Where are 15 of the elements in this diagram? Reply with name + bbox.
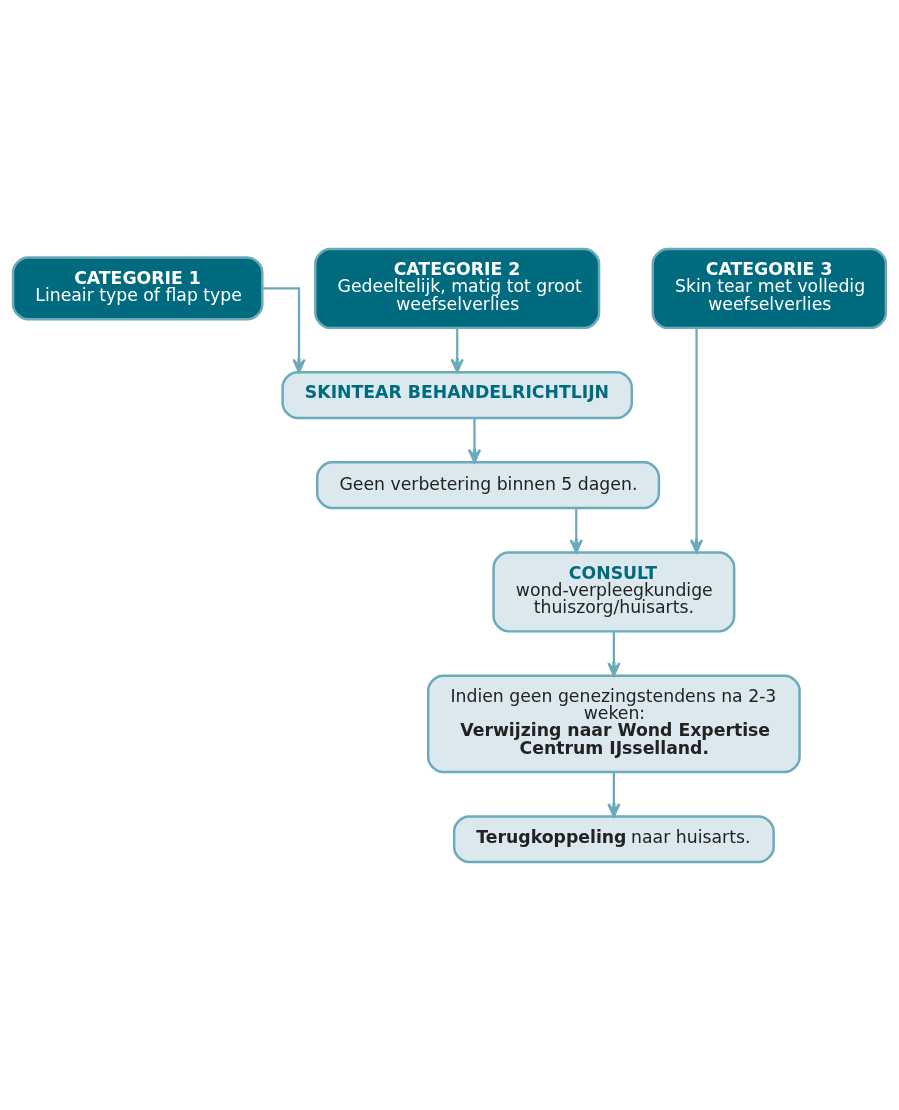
- arrow: [467, 417, 482, 463]
- node-box: SKINTEAR BEHANDELRICHTLIJN: [281, 370, 633, 419]
- node-box: Geen verbetering binnen 5 dagen.: [315, 460, 661, 509]
- arrow: [569, 507, 583, 554]
- node-box: CATEGORIE 3 Skin tear met volledig weefselverlies: [651, 247, 888, 329]
- arrow: [607, 631, 621, 677]
- arrow: [450, 327, 464, 373]
- node-box: Terugkoppeling naar huisarts.: [452, 814, 775, 863]
- node-box: CONSULT wond-verpleegkundige thuiszorg/huisarts.: [492, 550, 736, 633]
- arrow: [262, 286, 306, 373]
- node-box: Indien geen genezingstendens na 2-3 weken: Verwijzing naar Wond Expertise Centrum IJsselland.: [427, 674, 801, 773]
- arrow: [689, 327, 704, 553]
- node-box: CATEGORIE 2 Gedeeltelijk, matig tot groot weefselverlies: [314, 247, 601, 329]
- node-box: CATEGORIE 1 Lineair type of flap type: [11, 255, 264, 320]
- arrow: [607, 771, 621, 817]
